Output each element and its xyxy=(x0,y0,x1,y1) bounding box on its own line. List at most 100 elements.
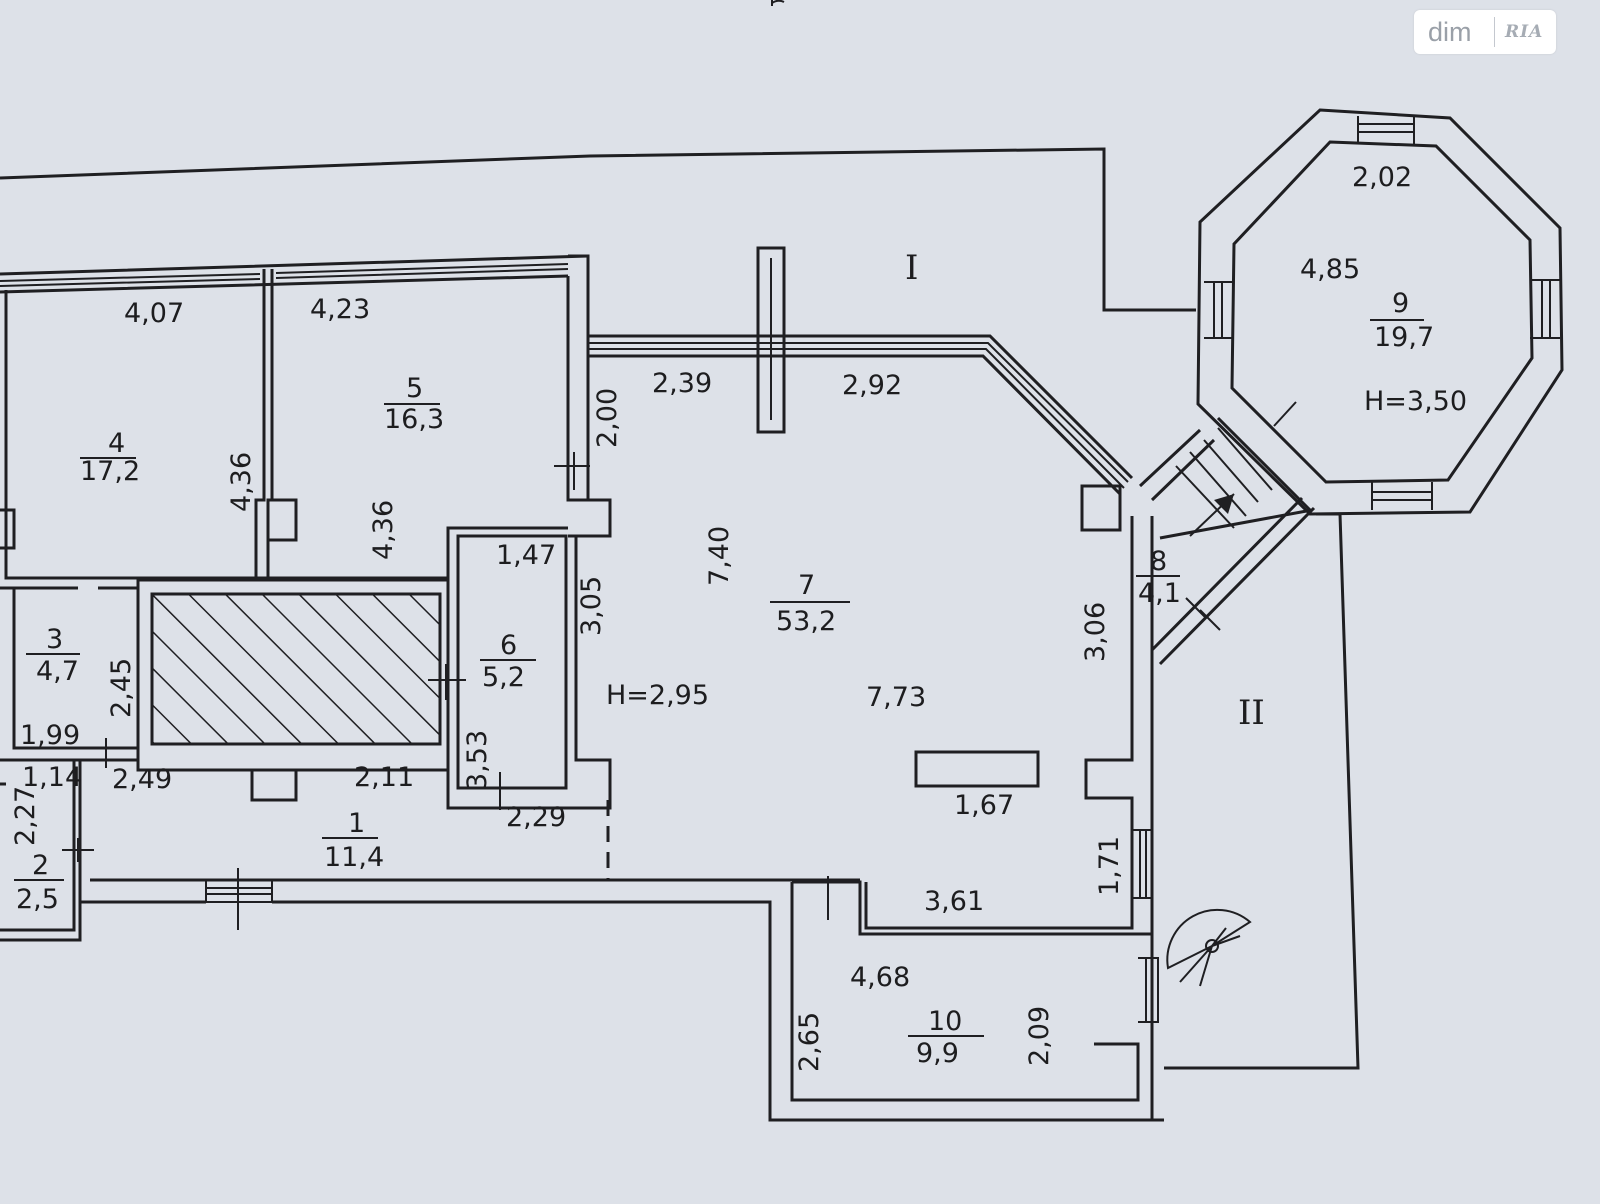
room-label-10: 10 9,9 xyxy=(908,1006,984,1069)
door-mark-room-5 xyxy=(554,452,590,490)
dimension-label: 2,45 xyxy=(106,658,137,718)
window-room-7-upper xyxy=(588,342,1129,489)
dimension-label: 2,29 xyxy=(506,802,566,833)
top-wall-rooms-4-5 xyxy=(0,254,589,294)
dimension-label: 1,71 xyxy=(1094,836,1125,896)
room-area: 4,1 xyxy=(1138,578,1181,609)
fireplace-block xyxy=(914,750,1040,788)
room-number: 3 xyxy=(46,624,63,655)
room-area: 4,7 xyxy=(36,656,79,687)
zone-label-2: II xyxy=(1238,693,1265,733)
stair-arrow-icon xyxy=(1214,494,1234,514)
window-top-rooms xyxy=(0,263,569,287)
wall-4-5 xyxy=(254,269,298,580)
dimension-label: 4,23 xyxy=(310,294,370,325)
room-label-9: 9 19,7 xyxy=(1370,288,1434,353)
lower-outer-wall xyxy=(80,900,1164,1122)
room-number: 8 xyxy=(1150,546,1167,577)
room-label-6: 6 5,2 xyxy=(480,630,536,693)
tower-inner-wall xyxy=(1230,140,1534,484)
dimension-label: 1,99 xyxy=(20,720,80,751)
stair-steps xyxy=(1175,427,1273,631)
room-area: 9,9 xyxy=(916,1038,959,1069)
watermark-brand: dim xyxy=(1428,16,1472,47)
room-4-walls xyxy=(0,290,256,580)
column-room-7 xyxy=(1080,484,1122,532)
dimension-label: 4,07 xyxy=(124,298,184,329)
tower-window-right xyxy=(1530,279,1560,339)
dimension-label: 2,11 xyxy=(354,762,414,793)
room-number: 1 xyxy=(348,808,365,839)
room-5-right-wall xyxy=(566,254,612,538)
room-6-walls xyxy=(456,534,568,790)
dimension-label: 3,05 xyxy=(576,576,607,636)
dimension-label: 3,61 xyxy=(924,886,984,917)
room-number: 2 xyxy=(32,850,49,881)
dimension-label: 1,47 xyxy=(496,540,556,571)
room-10-walls xyxy=(790,880,1154,1120)
room-area: 16,3 xyxy=(384,404,444,435)
tower-window-top xyxy=(1357,116,1415,144)
dimension-label: 2,49 xyxy=(112,764,172,795)
shaft-outer xyxy=(136,578,450,772)
room-number: 4 xyxy=(108,428,125,459)
ceiling-height-main: H=2,95 xyxy=(606,680,709,711)
dimension-label: 2,92 xyxy=(842,370,902,401)
zone-label-1: I xyxy=(905,248,918,288)
dimension-label: 1,14 xyxy=(22,762,82,793)
cropped-heading-fragment xyxy=(771,0,785,6)
room-number: 5 xyxy=(406,373,423,404)
tower-window-left xyxy=(1204,281,1234,339)
room-area: 53,2 xyxy=(776,606,836,637)
tower-outer-wall xyxy=(1196,108,1564,516)
room-3-walls xyxy=(0,586,138,750)
dimension-label: 4,68 xyxy=(850,962,910,993)
room-area: 11,4 xyxy=(324,842,384,873)
stair-walls xyxy=(1138,416,1316,666)
room-area: 19,7 xyxy=(1374,322,1434,353)
upper-room-7-wall xyxy=(588,334,1134,496)
dimension-label: 2,39 xyxy=(652,368,712,399)
room-area: 2,5 xyxy=(16,884,59,915)
room-label-7: 7 53,2 xyxy=(770,570,850,637)
dimension-label: 4,85 xyxy=(1300,254,1360,285)
room-number: 10 xyxy=(928,1006,962,1037)
room-number: 6 xyxy=(500,630,517,661)
terrace-outline xyxy=(1164,512,1360,1070)
tower-window-bottom xyxy=(1371,482,1433,510)
partition-column xyxy=(756,246,786,434)
dimension-label: 3,53 xyxy=(462,730,493,790)
spiral-stair-icon xyxy=(1166,908,1252,987)
window-room-7-right xyxy=(1132,829,1153,899)
room-area: 5,2 xyxy=(482,662,525,693)
room-number: 9 xyxy=(1392,288,1409,319)
watermark-divider xyxy=(1494,17,1495,47)
site-boundary-line xyxy=(0,147,1196,312)
dimension-label: 2,65 xyxy=(794,1012,825,1072)
room-1-top-wall xyxy=(138,768,448,802)
watermark-badge: RIA xyxy=(1505,22,1544,42)
dimension-label: 1,67 xyxy=(954,790,1014,821)
window-room-10 xyxy=(1138,957,1159,1023)
room-label-4: 4 17,2 xyxy=(80,428,140,487)
dimension-label: 7,73 xyxy=(866,682,926,713)
room-label-2: 2 2,5 xyxy=(14,850,64,915)
room-label-5: 5 16,3 xyxy=(384,373,444,435)
room-area: 17,2 xyxy=(80,456,140,487)
room-label-1: 1 11,4 xyxy=(322,808,384,873)
room-label-8: 8 4,1 xyxy=(1136,546,1181,609)
dimension-label: 2,02 xyxy=(1352,162,1412,193)
dimension-label: 2,27 xyxy=(10,786,41,846)
room-label-3: 3 4,7 xyxy=(26,624,80,687)
dimension-label: 2,00 xyxy=(592,388,623,448)
ceiling-height-tower: H=3,50 xyxy=(1364,386,1467,417)
dimension-label: 7,40 xyxy=(704,526,735,586)
dim-ria-watermark: dim RIA xyxy=(1414,10,1556,54)
dimension-label: 2,09 xyxy=(1024,1006,1055,1066)
dimension-label: 4,36 xyxy=(368,500,399,560)
dimension-label: 4,36 xyxy=(226,452,257,512)
hatched-shaft xyxy=(150,592,442,746)
room-number: 7 xyxy=(798,570,815,601)
